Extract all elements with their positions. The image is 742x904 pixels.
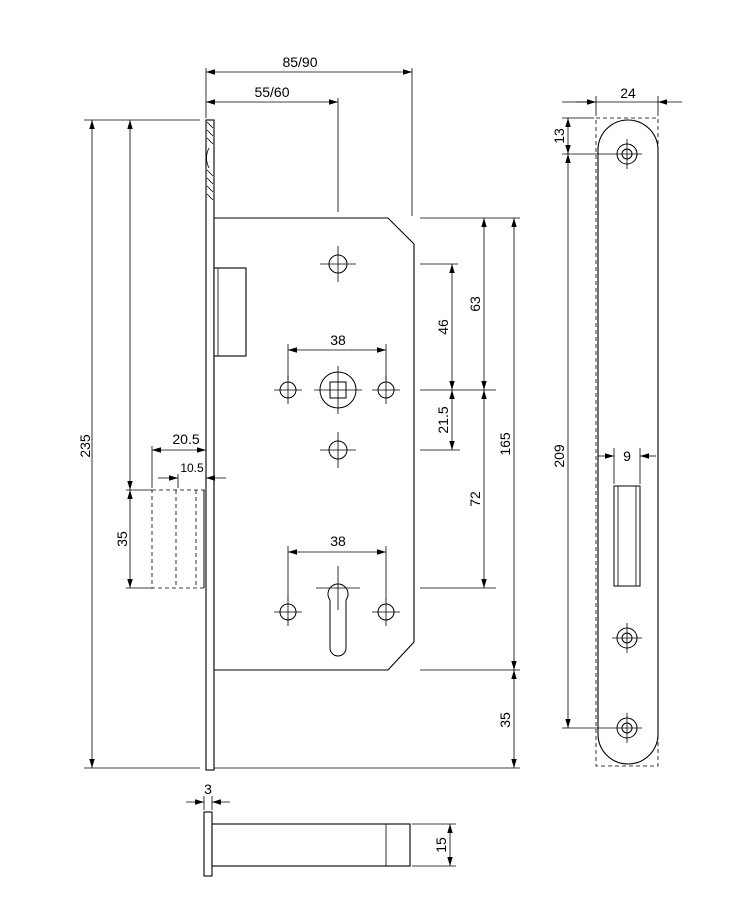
forend-hatch (206, 121, 214, 201)
faceplate-screw-top (612, 139, 642, 169)
dim-bolt-section-height: 15 (433, 837, 449, 853)
bolt-section-view: 3 15 (186, 781, 456, 877)
screw-hole-top (320, 246, 356, 282)
section-bolt (211, 823, 411, 867)
dim-spindle-to-top: 46 (435, 319, 451, 335)
dim-faceplate-thickness: 3 (204, 781, 212, 797)
forend-plate (205, 119, 215, 771)
front-view: 85/90 55/60 235 35 20.5 10.5 38 (77, 54, 520, 771)
screw-hole-left-upper (274, 376, 302, 404)
faceplate-view: 24 13 209 9 (551, 85, 682, 767)
deadbolt-outline (151, 489, 207, 589)
dim-bolt-projection: 10.5 (180, 461, 204, 475)
dim-screw-spacing-upper: 38 (330, 332, 346, 348)
screw-hole-left-lower (274, 598, 302, 626)
dim-spindle-to-cylinder: 21.5 (435, 406, 451, 433)
dim-handle-to-top: 63 (467, 296, 483, 312)
faceplate-screw-middle (612, 623, 642, 653)
spindle-follower (314, 366, 362, 414)
dim-faceplate-top-offset: 13 (551, 128, 567, 144)
dim-faceplate-slot-width: 9 (623, 448, 631, 464)
cylinder-profile (316, 566, 360, 657)
dim-total-height: 235 (77, 434, 93, 458)
dim-latch-projection: 20.5 (172, 431, 199, 447)
dim-handle-to-cylinder: 72 (467, 491, 483, 507)
latch-block (213, 267, 247, 357)
dim-faceplate-screw-pitch: 209 (551, 444, 567, 468)
lock-case (213, 217, 415, 671)
dim-backset-total: 85/90 (282, 54, 317, 70)
screw-hole-right-lower (372, 598, 400, 626)
screw-hole-middle (320, 432, 356, 468)
faceplate (597, 119, 659, 765)
dim-bottom-offset: 35 (497, 712, 513, 728)
screw-hole-right-upper (372, 376, 400, 404)
section-faceplate (203, 811, 213, 877)
dim-backset: 55/60 (254, 84, 289, 100)
dim-case-height: 165 (497, 432, 513, 456)
forend-screw-recess (206, 147, 210, 169)
faceplate-bolt-slot (613, 485, 641, 587)
dim-screw-spacing-lower: 38 (330, 533, 346, 549)
dim-faceplate-width: 24 (620, 85, 636, 101)
faceplate-screw-bottom (612, 713, 642, 743)
dim-bolt-height: 35 (114, 531, 130, 547)
